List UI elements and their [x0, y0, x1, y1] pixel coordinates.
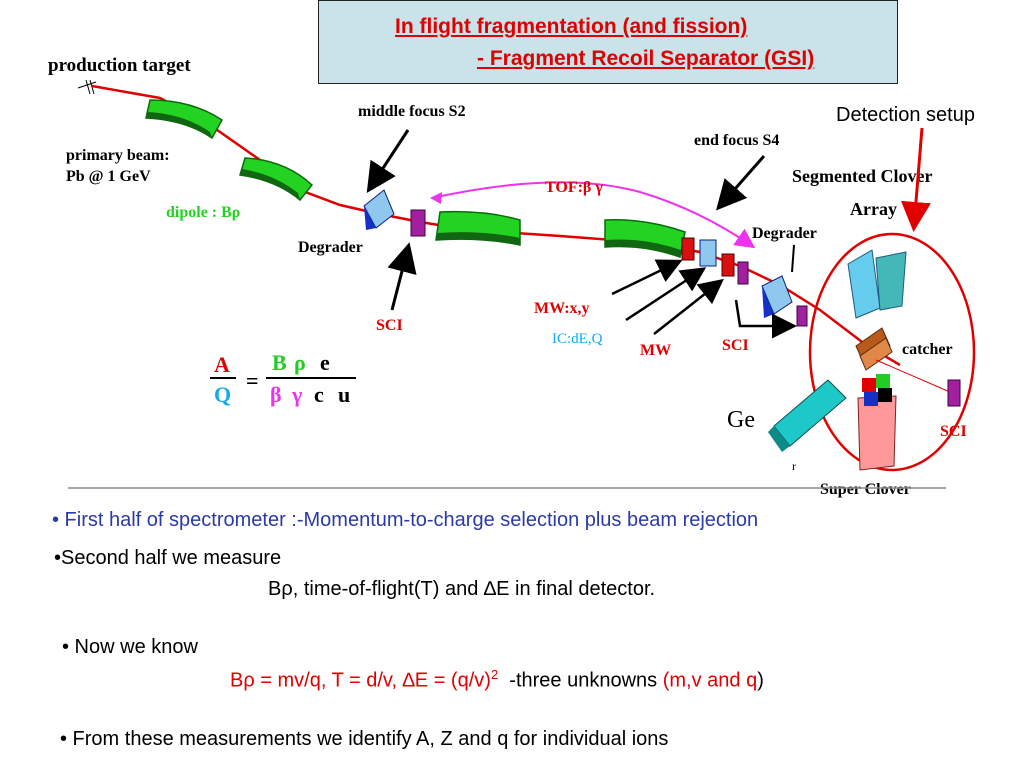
- degrader-2-label: Degrader: [752, 225, 817, 242]
- small-mark: r: [792, 459, 796, 473]
- segmented-clover-label: Segmented Clover: [792, 166, 932, 186]
- bullet-identify: • From these measurements we identify A,…: [60, 728, 669, 750]
- super-clover-label: Super Clover: [820, 481, 911, 498]
- unknowns-list: (m,v and q: [662, 669, 758, 692]
- equations-red: Bρ = mv/q, T = d/v, ∆E = (q/v): [230, 669, 491, 692]
- formula-equals: =: [246, 368, 259, 393]
- dipole-magnet-1: [145, 99, 223, 140]
- unknowns-text: -three unknowns: [498, 669, 663, 692]
- formula-Q: Q: [214, 382, 231, 407]
- production-target-label: production target: [48, 55, 191, 76]
- end-focus-label: end focus S4: [694, 132, 779, 149]
- detection-region-ellipse: [808, 232, 976, 472]
- sci-2-label: SCI: [722, 337, 749, 354]
- super-clover-detector: [857, 374, 897, 471]
- formula-rho: ρ: [294, 350, 306, 375]
- bullet-second-half: •Second half we measure: [54, 547, 282, 569]
- title-line-1: In flight fragmentation (and fission): [395, 15, 748, 38]
- mw-label: MW: [640, 342, 671, 359]
- formula-beta: β: [270, 382, 282, 407]
- a-over-q-formula: A Q = B ρ e β γ c u: [210, 350, 356, 407]
- sci-1-label: SCI: [376, 317, 403, 334]
- tof-arrow-start-head: [430, 192, 442, 204]
- sci-2-arrow: [734, 299, 797, 339]
- degrader-2: [761, 275, 793, 318]
- ic-detector: [699, 239, 717, 267]
- sci-1: [410, 209, 426, 237]
- segmented-clover-array-label: Array: [850, 199, 897, 219]
- bullet-now-we-know: • Now we know: [62, 636, 198, 658]
- equations-line: Bρ = mv/q, T = d/v, ∆E = (q/v)2 -three u…: [230, 667, 764, 693]
- sci-2: [737, 261, 749, 285]
- primary-beam-value: Pb @ 1 GeV: [66, 168, 151, 185]
- tof-label: TOF:β γ: [545, 179, 603, 196]
- degrader-2-arrow: [791, 244, 795, 273]
- bullet-second-half-detail: Bρ, time-of-flight(T) and ∆E in final de…: [268, 578, 656, 600]
- primary-beam-label: primary beam:: [66, 147, 170, 164]
- ic-arrow: [625, 267, 707, 322]
- middle-focus-label: middle focus S2: [358, 103, 466, 120]
- mw-xy-label: MW:x,y: [534, 300, 590, 317]
- catcher-label: catcher: [902, 341, 953, 358]
- mw-xy-arrow: [611, 259, 683, 296]
- sci-1-arrow: [387, 242, 417, 311]
- end-focus-arrow: [716, 155, 766, 211]
- sci-3: [947, 379, 961, 407]
- catcher-to-sci-line: [875, 359, 951, 393]
- middle-focus-arrow: [366, 129, 410, 194]
- dipole-label: dipole : Bρ: [166, 204, 240, 221]
- degrader-1-label: Degrader: [298, 239, 363, 256]
- mw-arrow: [653, 278, 724, 335]
- title-box: In flight fragmentation (and fission) - …: [318, 0, 898, 84]
- formula-c: c: [314, 382, 324, 407]
- degrader-1: [363, 189, 395, 230]
- formula-gamma: γ: [291, 382, 302, 407]
- bullet-first-half: • First half of spectrometer :-Momentum-…: [52, 509, 759, 531]
- mw-detector-2: [721, 253, 735, 277]
- tof-arrow: [431, 181, 756, 249]
- detection-setup-label: Detection setup: [836, 104, 975, 126]
- dipole-magnet-4: [604, 219, 686, 258]
- sci-3-label: SCI: [940, 423, 967, 440]
- formula-B: B: [272, 350, 287, 375]
- formula-e: e: [320, 350, 330, 375]
- dipole-magnet-2: [239, 157, 314, 202]
- ge-detector: [768, 379, 847, 452]
- catcher: [855, 327, 893, 371]
- unknowns-close: ): [757, 669, 764, 692]
- ge-label: Ge: [727, 407, 755, 433]
- title-line-2: - Fragment Recoil Separator (GSI): [477, 47, 815, 70]
- fragment-separator-diagram: production target primary beam: Pb @ 1 G…: [48, 55, 976, 498]
- formula-u: u: [338, 382, 350, 407]
- dipole-magnet-3: [435, 210, 521, 246]
- mw-detector-1: [681, 237, 695, 261]
- formula-A: A: [214, 352, 230, 377]
- segmented-clover-detector: [847, 249, 907, 319]
- equations-superscript: 2: [490, 667, 499, 682]
- ic-label: IC:dE,Q: [552, 331, 603, 347]
- detection-setup-arrow: [901, 127, 931, 232]
- sci-3-small: [796, 305, 808, 327]
